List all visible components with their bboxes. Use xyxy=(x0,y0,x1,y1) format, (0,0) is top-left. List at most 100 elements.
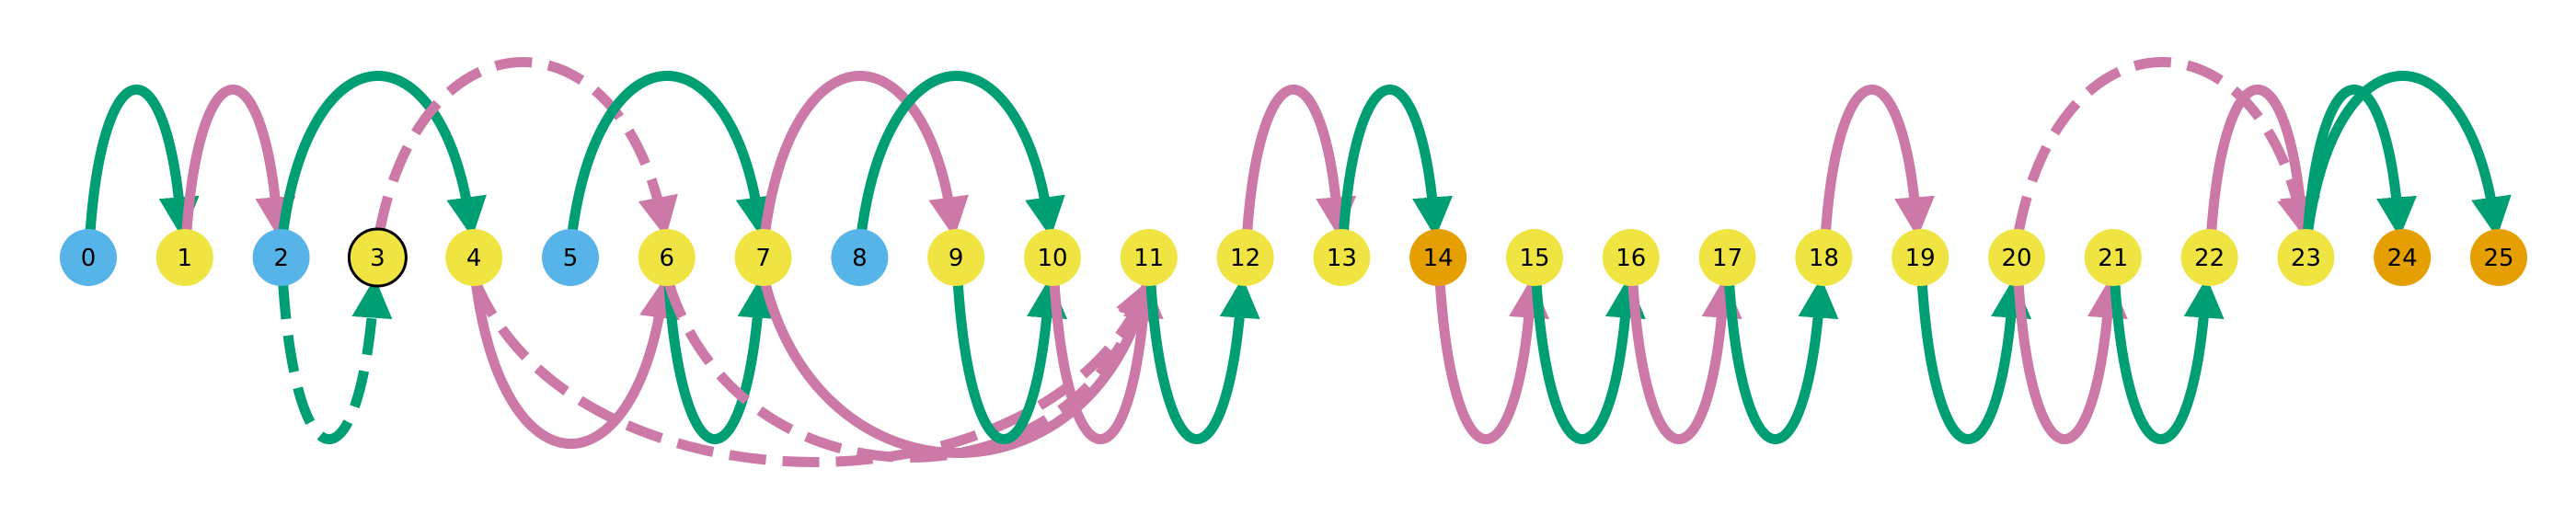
edge-2-to-3 xyxy=(278,277,393,444)
edge-0-to-1 xyxy=(85,85,200,238)
edge-5-to-7 xyxy=(567,71,776,238)
node-6-label: 6 xyxy=(660,245,675,272)
node-13-circle xyxy=(1313,229,1371,286)
edge-15-to-16 xyxy=(1531,277,1646,444)
node-17-label: 17 xyxy=(1712,245,1742,272)
edge-20-to-21 xyxy=(2013,277,2128,444)
edge-18-to-19 xyxy=(1820,85,1935,238)
edge-12-to-13 xyxy=(1242,85,1357,238)
node-14-label: 14 xyxy=(1423,245,1454,272)
edge-17-to-18 xyxy=(1724,277,1839,444)
node-8: 8 xyxy=(831,229,889,286)
edge-4-to-6 xyxy=(470,277,680,449)
node-3: 3 xyxy=(347,227,408,288)
node-25-circle xyxy=(2470,229,2527,286)
node-15-circle xyxy=(1506,229,1563,286)
node-10-circle xyxy=(1024,229,1081,286)
node-16-circle xyxy=(1602,229,1660,286)
node-8-circle xyxy=(831,229,889,286)
edge-22-to-23 xyxy=(2206,85,2321,238)
node-4: 4 xyxy=(445,229,503,286)
node-12-circle xyxy=(1216,229,1274,286)
node-16-label: 16 xyxy=(1616,245,1646,272)
node-21: 21 xyxy=(2084,229,2142,286)
edge-7-to-9 xyxy=(760,71,969,238)
edge-6-to-7 xyxy=(663,277,778,444)
node-25-label: 25 xyxy=(2483,245,2513,272)
node-2: 2 xyxy=(252,229,310,286)
node-23-label: 23 xyxy=(2291,245,2321,272)
node-11-label: 11 xyxy=(1133,245,1164,272)
node-23-circle xyxy=(2277,229,2335,286)
edge-20-to-23 xyxy=(2013,57,2317,238)
node-17: 17 xyxy=(1698,229,1756,286)
edge-23-to-25 xyxy=(2302,71,2512,238)
node-4-label: 4 xyxy=(466,245,482,272)
node-9-label: 9 xyxy=(949,245,964,272)
node-5-circle xyxy=(542,229,599,286)
node-15-label: 15 xyxy=(1519,245,1549,272)
edge-13-to-14 xyxy=(1338,85,1453,238)
edge-3-to-6 xyxy=(374,57,678,238)
node-10-label: 10 xyxy=(1037,245,1067,272)
edge-9-to-10 xyxy=(952,277,1067,444)
node-22-label: 22 xyxy=(2194,245,2225,272)
node-9: 9 xyxy=(927,229,985,286)
edge-2-to-4 xyxy=(278,71,487,238)
node-3-label: 3 xyxy=(370,245,385,272)
node-22-circle xyxy=(2180,229,2238,286)
edge-6-to-11 xyxy=(663,278,1156,463)
node-14-circle xyxy=(1409,229,1467,286)
node-21-label: 21 xyxy=(2098,245,2128,272)
node-21-circle xyxy=(2084,229,2142,286)
node-6: 6 xyxy=(638,229,696,286)
node-11: 11 xyxy=(1120,229,1178,286)
node-7-label: 7 xyxy=(755,245,771,272)
node-16: 16 xyxy=(1602,229,1660,286)
node-5: 5 xyxy=(542,229,599,286)
node-13-label: 13 xyxy=(1327,245,1357,272)
node-25: 25 xyxy=(2470,229,2527,286)
node-24-label: 24 xyxy=(2387,245,2418,272)
node-1: 1 xyxy=(155,229,213,286)
edge-21-to-22 xyxy=(2110,277,2225,444)
node-15: 15 xyxy=(1506,229,1563,286)
edge-10-to-11 xyxy=(1049,277,1164,444)
node-9-circle xyxy=(927,229,985,286)
node-6-circle xyxy=(638,229,696,286)
node-19-circle xyxy=(1892,229,1949,286)
node-12: 12 xyxy=(1216,229,1274,286)
node-17-circle xyxy=(1698,229,1756,286)
node-4-circle xyxy=(445,229,503,286)
node-7: 7 xyxy=(734,229,792,286)
node-8-label: 8 xyxy=(852,245,868,272)
edge-8-to-10 xyxy=(856,71,1065,238)
node-12-label: 12 xyxy=(1230,245,1260,272)
node-2-circle xyxy=(252,229,310,286)
edge-23-to-24 xyxy=(2302,85,2417,238)
node-0-circle xyxy=(60,229,117,286)
node-18-circle xyxy=(1795,229,1853,286)
edge-1-to-2 xyxy=(181,85,296,238)
node-14: 14 xyxy=(1409,229,1467,286)
node-20: 20 xyxy=(1988,229,2045,286)
node-23: 23 xyxy=(2277,229,2335,286)
node-1-circle xyxy=(155,229,213,286)
node-18: 18 xyxy=(1795,229,1853,286)
node-7-circle xyxy=(734,229,792,286)
edges-layer xyxy=(85,57,2512,467)
node-0: 0 xyxy=(60,229,117,286)
node-1-label: 1 xyxy=(178,245,193,272)
node-18-label: 18 xyxy=(1809,245,1839,272)
node-0-label: 0 xyxy=(81,245,97,272)
edge-19-to-20 xyxy=(1916,277,2031,444)
node-13: 13 xyxy=(1313,229,1371,286)
edge-16-to-17 xyxy=(1627,277,1742,444)
node-10: 10 xyxy=(1024,229,1081,286)
node-20-circle xyxy=(1988,229,2045,286)
node-19-label: 19 xyxy=(1905,245,1936,272)
edge-4-to-11 xyxy=(471,278,1154,467)
node-3-circle xyxy=(347,227,408,288)
